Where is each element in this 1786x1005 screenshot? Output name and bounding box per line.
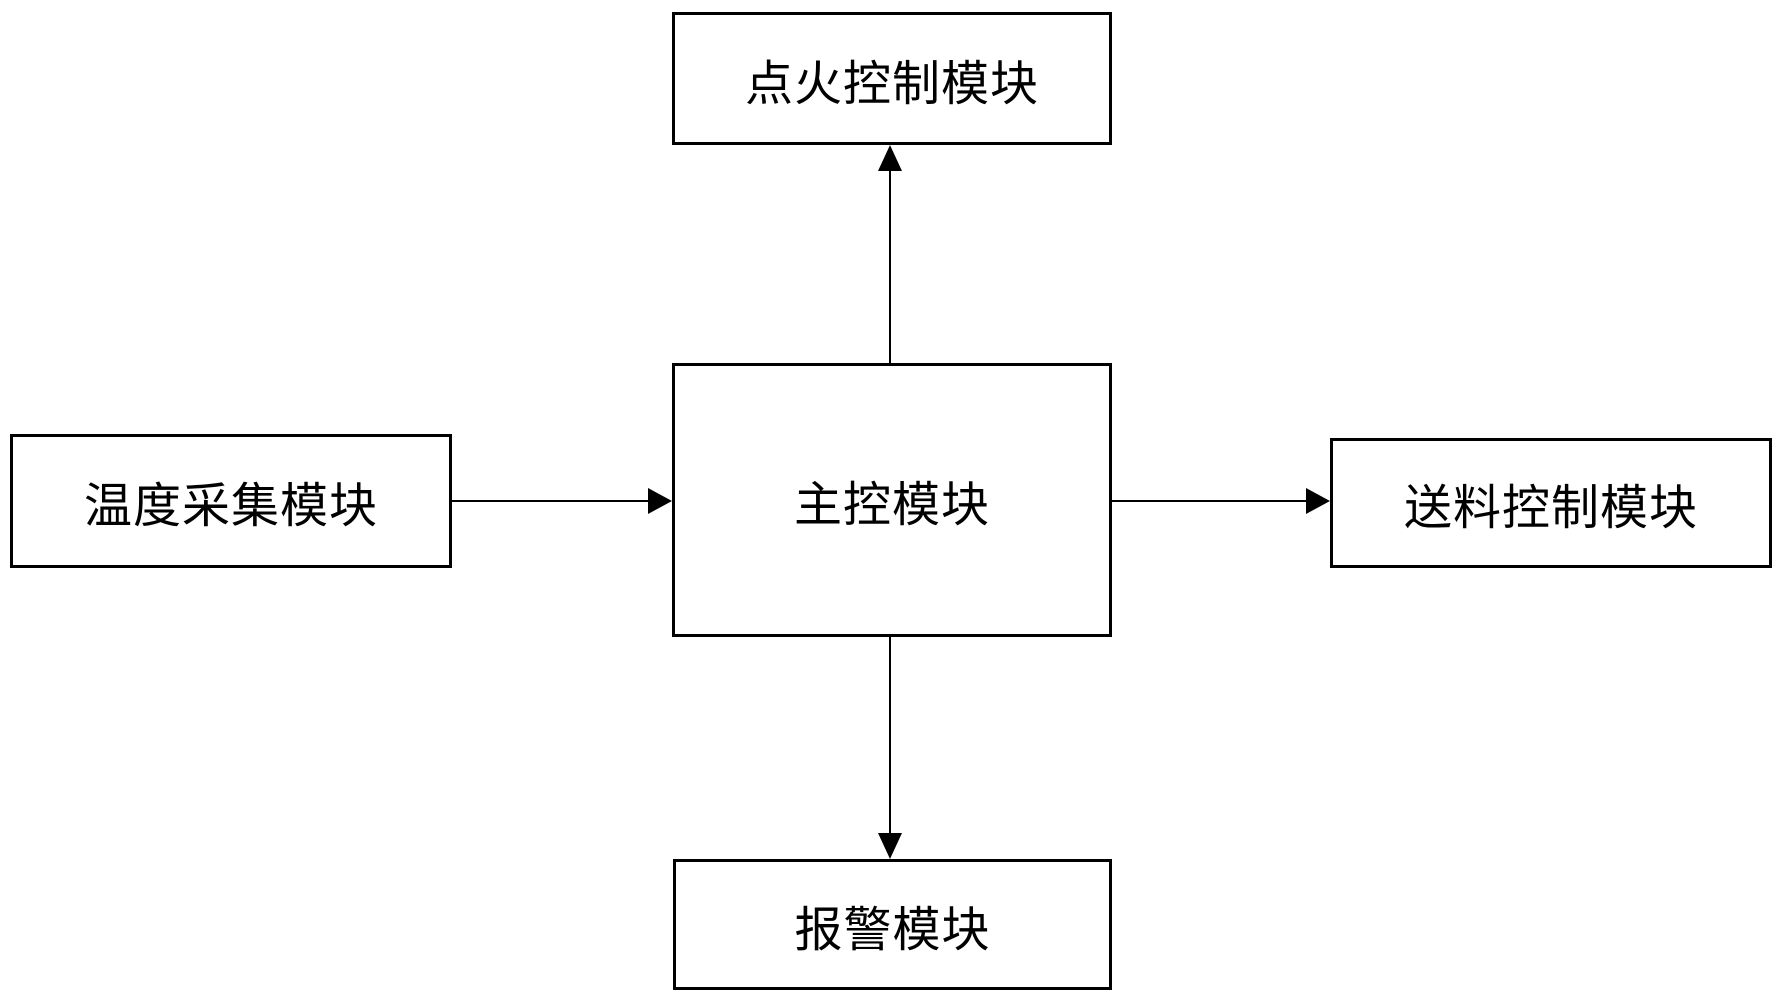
- node-temperature-label: 温度采集模块: [83, 480, 378, 533]
- edge-main-to-ignition-line: [889, 169, 891, 363]
- arrowhead-up-icon: [878, 145, 902, 171]
- node-main-label: 主控模块: [793, 479, 990, 532]
- arrowhead-right-icon: [648, 488, 672, 514]
- edge-temperature-to-main-line: [452, 500, 650, 502]
- node-feeding-label: 送料控制模块: [1403, 482, 1698, 535]
- node-main-control-module: 主控模块: [672, 363, 1112, 637]
- node-temperature-collection-module: 温度采集模块: [10, 434, 452, 568]
- edge-main-to-feeding-line: [1112, 500, 1308, 502]
- arrowhead-down-icon: [878, 833, 902, 859]
- node-alarm-module: 报警模块: [673, 859, 1112, 990]
- node-ignition-label: 点火控制模块: [744, 57, 1039, 111]
- node-feeding-control-module: 送料控制模块: [1330, 438, 1772, 568]
- arrowhead-right-icon: [1306, 488, 1330, 514]
- node-alarm-label: 报警模块: [794, 903, 991, 957]
- node-ignition-control-module: 点火控制模块: [672, 12, 1112, 145]
- edge-main-to-alarm-line: [889, 637, 891, 834]
